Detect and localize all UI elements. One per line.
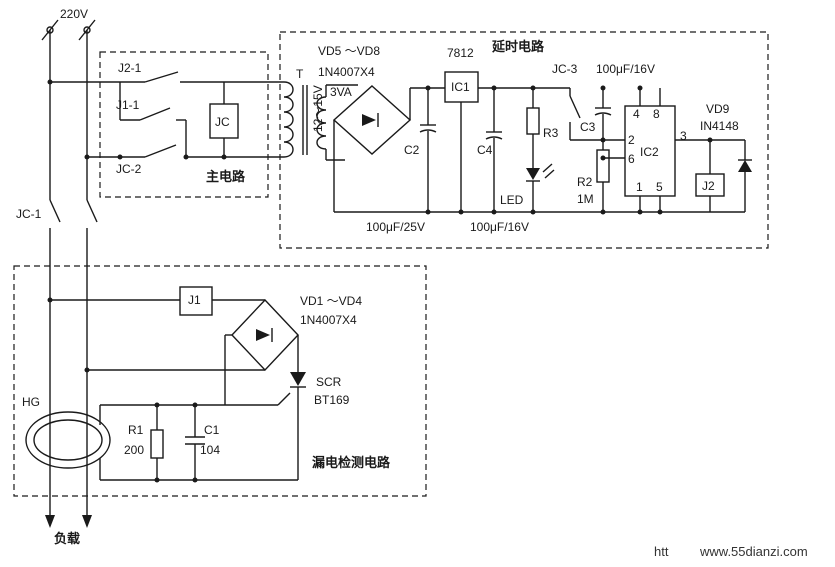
capacitor-c1 <box>185 405 205 480</box>
supply-voltage-label: 220V <box>60 7 89 21</box>
bridge-bot-part-label: 1N4007X4 <box>300 313 357 327</box>
vd9-label: VD9 <box>706 102 730 116</box>
scr-part-label: BT169 <box>314 393 350 407</box>
ic2-pin5: 5 <box>656 180 663 194</box>
j2-coil-label: J2 <box>702 179 715 193</box>
ic2-pin1: 1 <box>636 180 643 194</box>
load-arrows <box>45 515 92 528</box>
hg-label: HG <box>22 395 40 409</box>
jc-coil-label: JC <box>215 115 230 129</box>
diode-vd9 <box>738 140 752 212</box>
jc-1-label: JC-1 <box>16 207 42 221</box>
ic2-label: IC2 <box>640 145 659 159</box>
capacitor-c2 <box>419 85 437 215</box>
c1-label: C1 <box>204 423 220 437</box>
ic2-pin2: 2 <box>628 133 635 147</box>
vd9-part-label: IN4148 <box>700 119 739 133</box>
scr-thyristor <box>277 372 306 480</box>
bridge-top-label: VD5 ～VD8 <box>318 44 381 58</box>
r2-label: R2 <box>577 175 593 189</box>
j2-1-label: J2-1 <box>118 61 142 75</box>
resistor-r2 <box>596 140 625 215</box>
r3-label: R3 <box>543 126 559 140</box>
ic2-pin3: 3 <box>680 129 687 143</box>
delay-circuit-label: 延时电路 <box>492 39 545 54</box>
j1-1-label: J1-1 <box>116 98 140 112</box>
va-label: 3VA <box>330 85 352 99</box>
delay-circuit-box <box>279 31 769 249</box>
c1-value-label: 104 <box>200 443 221 457</box>
jc-3-label: JC-3 <box>552 62 578 76</box>
jc-2-label: JC-2 <box>116 162 142 176</box>
r2-value-label: 1M <box>577 192 594 206</box>
bridge-rectifier-top <box>325 84 412 161</box>
bridge-rectifier-bottom <box>231 298 299 372</box>
r1-value-label: 200 <box>124 443 145 457</box>
resistor-r1 <box>150 405 164 480</box>
watermark-url: www.55dianzi.com <box>700 544 808 559</box>
hg-current-transformer <box>25 405 111 480</box>
scr-label: SCR <box>316 375 342 389</box>
ic2-pin4: 4 <box>633 107 640 121</box>
jc-1-contacts <box>49 199 98 520</box>
transformer-label: T <box>296 67 304 81</box>
secondary-voltage-label: 12～15V <box>311 85 325 132</box>
c3-label: C3 <box>580 120 596 134</box>
capacitor-c3 <box>594 85 612 143</box>
transformer <box>283 81 327 158</box>
r1-label: R1 <box>128 423 144 437</box>
c3-value-label: 100μF/16V <box>596 62 655 76</box>
ic2 <box>624 105 676 197</box>
watermark-prefix: htt <box>654 544 669 559</box>
bridge-top-part-label: 1N4007X4 <box>318 65 375 79</box>
j1-coil-label: J1 <box>188 293 201 307</box>
ic2-pin6: 6 <box>628 152 635 166</box>
leakage-circuit-label: 漏电检测电路 <box>312 455 391 470</box>
c2-value-label: 100μF/25V <box>366 220 425 234</box>
capacitor-c4 <box>485 85 503 215</box>
load-label: 负载 <box>54 531 81 546</box>
ic2-pin8: 8 <box>653 107 660 121</box>
c4-value-label: 100μF/16V <box>470 220 529 234</box>
leakage-circuit-box <box>13 265 427 497</box>
ic1-part-label: 7812 <box>447 46 474 60</box>
main-circuit-box <box>99 51 269 198</box>
main-circuit-label: 主电路 <box>206 169 246 184</box>
resistor-r3-led <box>526 85 555 215</box>
j1-relay-coil <box>179 286 213 316</box>
led-label: LED <box>500 193 524 207</box>
c4-label: C4 <box>477 143 493 157</box>
ic1-label: IC1 <box>451 80 470 94</box>
bridge-bot-label: VD1 ～VD4 <box>300 294 363 308</box>
c2-label: C2 <box>404 143 420 157</box>
